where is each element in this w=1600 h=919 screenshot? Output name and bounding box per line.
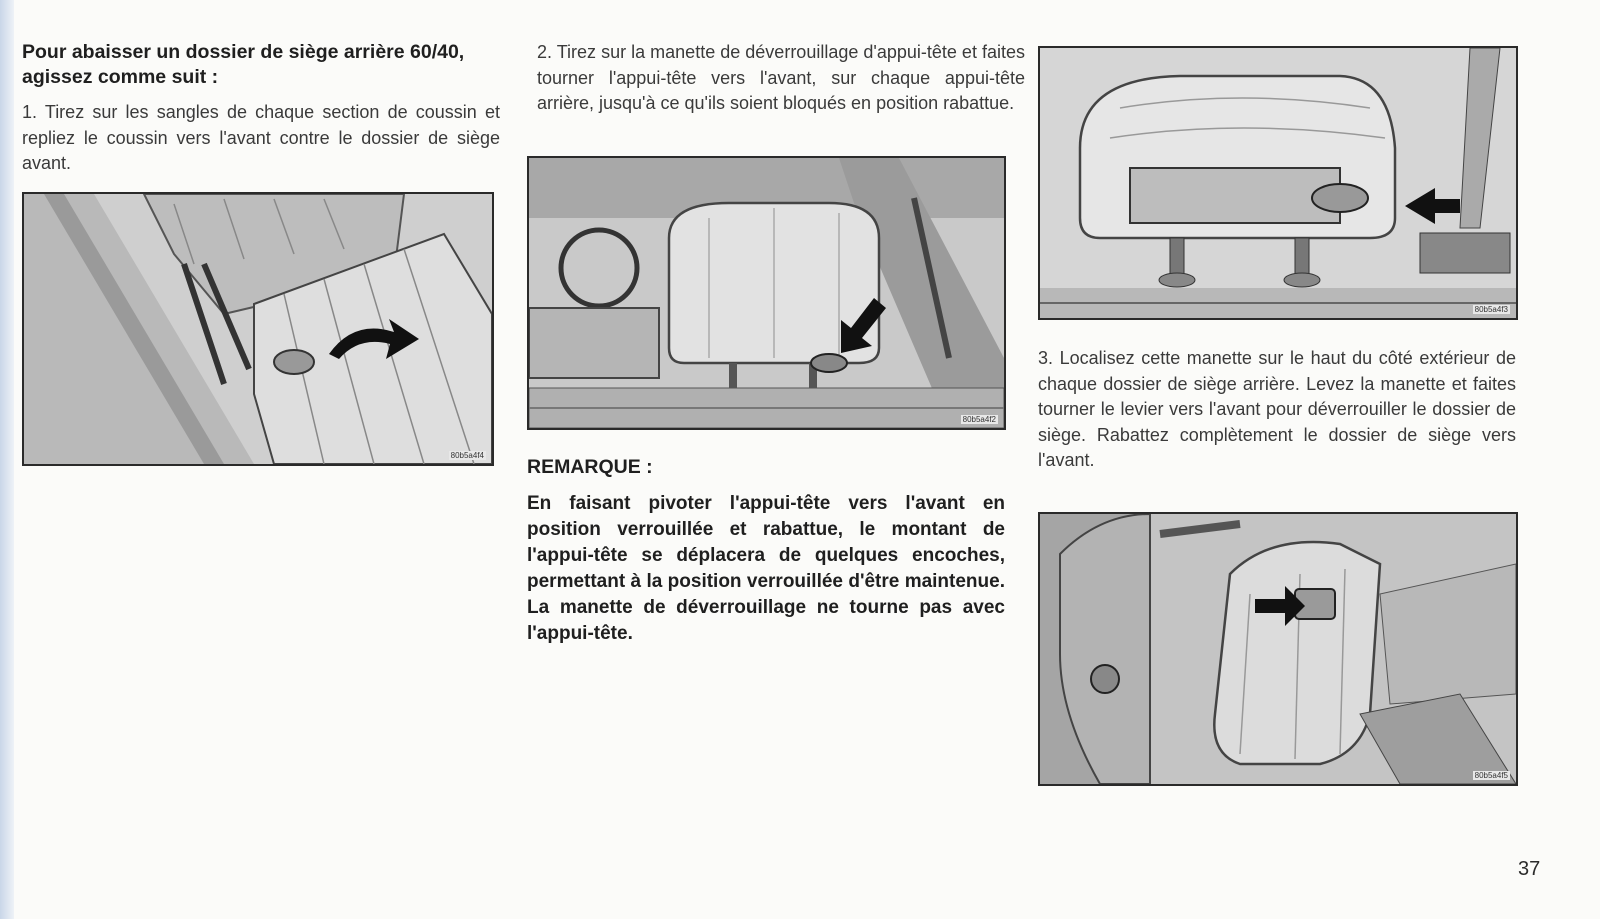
section-heading: Pour abaisser un dossier de siège arrièr… bbox=[22, 41, 465, 88]
figure-headrest-closeup: 80b5a4f3 bbox=[1038, 46, 1518, 320]
seatback-lever-illustration bbox=[1040, 514, 1516, 784]
figure-seat-cushion: 80b5a4f4 bbox=[22, 192, 494, 466]
step-1-text: 1. Tirez sur les sangles de chaque secti… bbox=[22, 102, 500, 173]
page-edge-shadow bbox=[0, 0, 14, 919]
column-middle: 2. Tirez sur la manette de déverrouillag… bbox=[537, 40, 1025, 117]
note-label: REMARQUE : bbox=[527, 456, 653, 478]
headrest-release-illustration bbox=[529, 158, 1004, 428]
seat-cushion-illustration bbox=[24, 194, 492, 464]
column-left: Pour abaisser un dossier de siège arrièr… bbox=[22, 40, 500, 177]
figure-code: 80b5a4f3 bbox=[1472, 305, 1510, 314]
figure-headrest-release: 80b5a4f2 bbox=[527, 156, 1006, 430]
step-2-text: 2. Tirez sur la manette de déverrouillag… bbox=[537, 42, 1025, 113]
page-number: 37 bbox=[1518, 858, 1541, 880]
headrest-closeup-illustration bbox=[1040, 48, 1516, 318]
figure-code: 80b5a4f4 bbox=[448, 451, 486, 460]
note-block: REMARQUE : En faisant pivoter l'appui-tê… bbox=[527, 456, 1005, 647]
step-3-block: 3. Localisez cette manette sur le haut d… bbox=[1038, 346, 1516, 474]
note-text: En faisant pivoter l'appui-tête vers l'a… bbox=[527, 493, 1005, 644]
figure-code: 80b5a4f2 bbox=[960, 415, 998, 424]
figure-code: 80b5a4f5 bbox=[1472, 771, 1510, 780]
figure-seatback-lever: 80b5a4f5 bbox=[1038, 512, 1518, 786]
step-3-text: 3. Localisez cette manette sur le haut d… bbox=[1038, 348, 1516, 470]
